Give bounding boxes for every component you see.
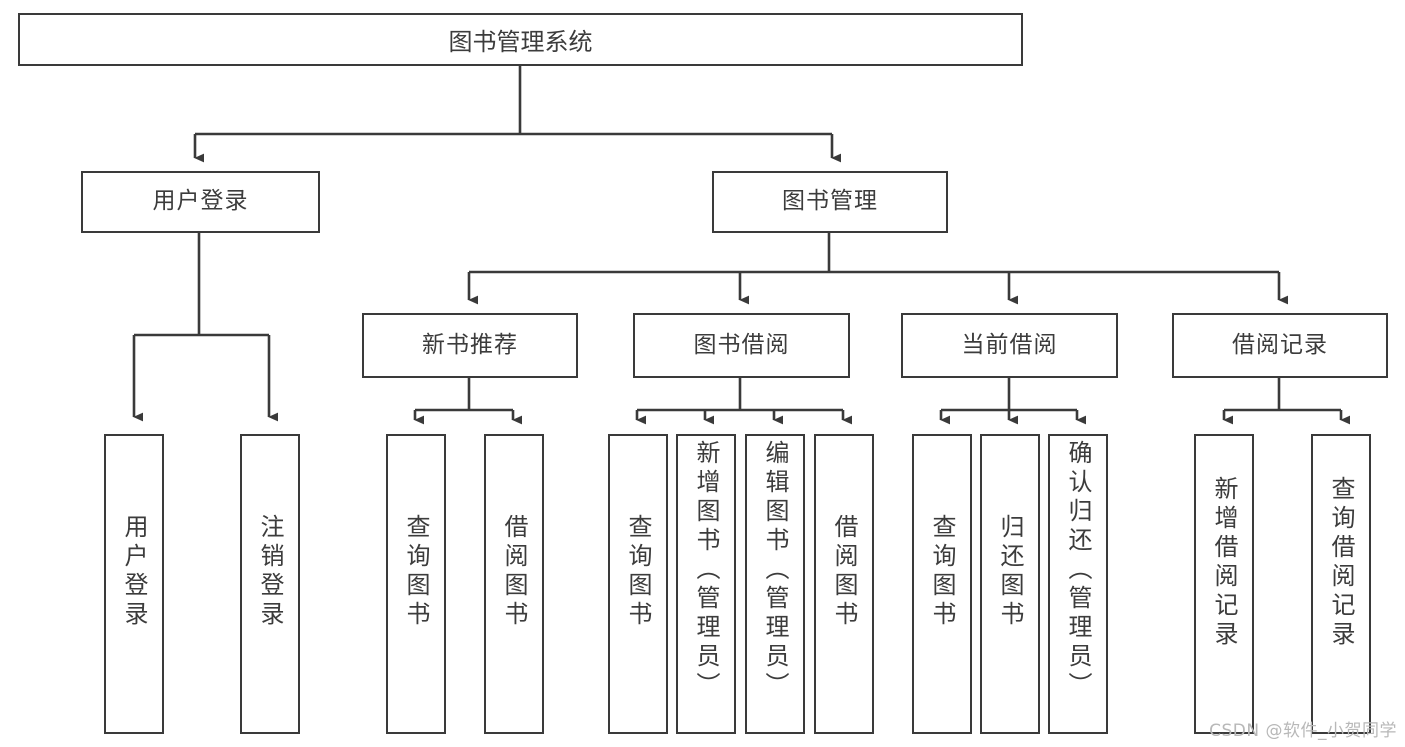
leaf-label: 注销登录 bbox=[256, 514, 284, 630]
leaf-query-book-3[interactable]: 查询图书 bbox=[912, 434, 972, 734]
leaf-add-record[interactable]: 新增借阅记录 bbox=[1194, 434, 1254, 734]
leaf-return-book[interactable]: 归还图书 bbox=[980, 434, 1040, 734]
leaf-user-login[interactable]: 用户登录 bbox=[104, 434, 164, 734]
leaf-label: 查询图书 bbox=[928, 514, 956, 630]
leaf-confirm-return[interactable]: 确认归还（管理员） bbox=[1048, 434, 1108, 734]
leaf-query-book-1[interactable]: 查询图书 bbox=[386, 434, 446, 734]
leaf-label: 借阅图书 bbox=[500, 514, 528, 630]
node-book-borrow[interactable]: 图书借阅 bbox=[633, 313, 850, 378]
leaf-edit-book[interactable]: 编辑图书（管理员） bbox=[745, 434, 805, 734]
node-borrow-record[interactable]: 借阅记录 bbox=[1172, 313, 1388, 378]
node-book-management[interactable]: 图书管理 bbox=[712, 171, 948, 233]
leaf-query-book-2[interactable]: 查询图书 bbox=[608, 434, 668, 734]
leaf-query-record[interactable]: 查询借阅记录 bbox=[1311, 434, 1371, 734]
node-current-borrow[interactable]: 当前借阅 bbox=[901, 313, 1118, 378]
leaf-label: 编辑图书（管理员） bbox=[761, 440, 789, 701]
leaf-label: 新增图书（管理员） bbox=[692, 440, 720, 701]
leaf-label: 查询图书 bbox=[624, 514, 652, 630]
leaf-label: 查询图书 bbox=[402, 514, 430, 630]
leaf-label: 查询借阅记录 bbox=[1327, 476, 1355, 650]
node-new-book-recommend[interactable]: 新书推荐 bbox=[362, 313, 578, 378]
watermark-text: CSDN @软件_小贺同学 bbox=[1209, 721, 1397, 741]
leaf-label: 新增借阅记录 bbox=[1210, 476, 1238, 650]
leaf-label: 确认归还（管理员） bbox=[1064, 440, 1092, 701]
leaf-label: 归还图书 bbox=[996, 514, 1024, 630]
leaf-borrow-book-2[interactable]: 借阅图书 bbox=[814, 434, 874, 734]
leaf-add-book[interactable]: 新增图书（管理员） bbox=[676, 434, 736, 734]
node-user-login[interactable]: 用户登录 bbox=[81, 171, 320, 233]
leaf-label: 用户登录 bbox=[120, 514, 148, 630]
leaf-logout-login[interactable]: 注销登录 bbox=[240, 434, 300, 734]
node-root-system[interactable]: 图书管理系统 bbox=[18, 13, 1023, 66]
leaf-label: 借阅图书 bbox=[830, 514, 858, 630]
leaf-borrow-book-1[interactable]: 借阅图书 bbox=[484, 434, 544, 734]
